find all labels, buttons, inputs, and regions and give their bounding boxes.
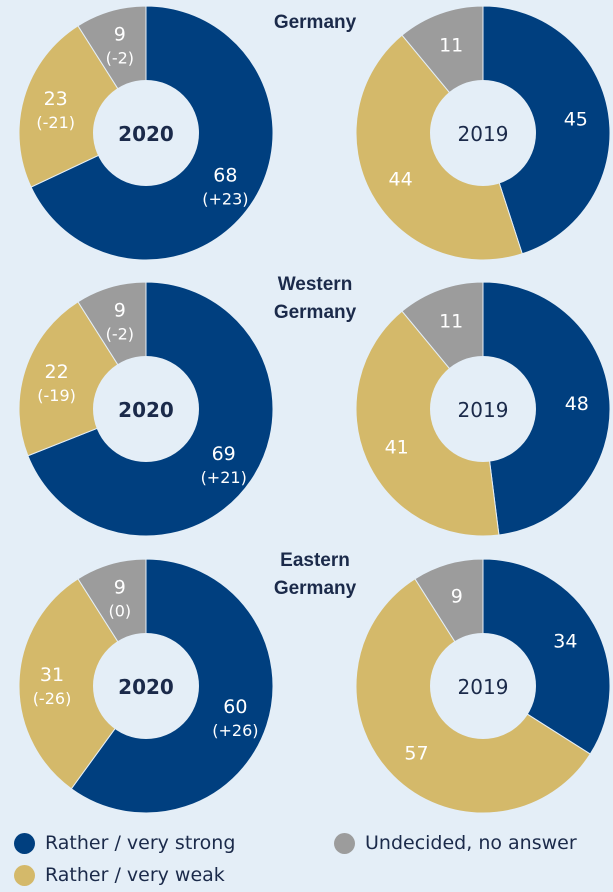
slice-change-weak-0: (-21) [36, 113, 75, 132]
slice-value-undecided-0: 9 [114, 24, 126, 46]
donut-hole-4 [93, 633, 199, 739]
group-title-1-line-1: Germany [274, 302, 357, 323]
center-label-2: 2020 [118, 398, 174, 422]
legend-label-undecided: Undecided, no answer [365, 832, 577, 854]
slice-change-undecided-4: (0) [108, 602, 131, 621]
slice-change-strong-4: (+26) [212, 721, 258, 740]
group-title-0-line-0: Germany [274, 12, 357, 33]
slice-weak-3 [355, 310, 500, 537]
center-label-1: 2019 [458, 122, 509, 146]
donut-hole-2 [93, 356, 199, 462]
legend-item-undecided: Undecided, no answer [334, 832, 577, 854]
slice-value-strong-1: 45 [564, 108, 588, 130]
slice-change-weak-2: (-19) [37, 386, 76, 405]
slice-value-undecided-5: 9 [451, 586, 463, 608]
slice-value-undecided-4: 9 [114, 577, 126, 599]
group-title-1-line-0: Western [278, 274, 353, 295]
slice-value-weak-2: 22 [45, 361, 69, 383]
donut-hole-0 [93, 80, 199, 186]
slice-change-undecided-2: (-2) [106, 325, 134, 344]
slice-strong-3 [482, 281, 611, 536]
slice-value-strong-4: 60 [223, 696, 247, 718]
legend-item-weak: Rather / very weak [14, 864, 225, 886]
slice-value-strong-2: 69 [212, 443, 236, 465]
donut-hole-3 [430, 356, 536, 462]
slice-change-strong-2: (+21) [201, 468, 247, 487]
slice-value-strong-5: 34 [553, 631, 577, 653]
legend-item-strong: Rather / very strong [14, 832, 235, 854]
legend-label-strong: Rather / very strong [45, 832, 236, 854]
slice-value-weak-0: 23 [44, 88, 68, 110]
legend-swatch-strong [14, 832, 35, 854]
legend-swatch-undecided [334, 832, 355, 854]
slice-change-weak-4: (-26) [33, 689, 72, 708]
center-label-5: 2019 [458, 675, 509, 699]
group-title-2-line-0: Eastern [280, 550, 350, 571]
slice-value-undecided-2: 9 [114, 300, 126, 322]
slice-weak-4 [18, 578, 147, 790]
slice-value-undecided-3: 11 [439, 311, 463, 333]
slice-value-weak-5: 57 [404, 743, 428, 765]
group-title-2-line-1: Germany [274, 578, 357, 599]
slice-change-undecided-0: (-2) [106, 49, 134, 68]
slice-value-strong-3: 48 [565, 393, 589, 415]
center-label-3: 2019 [458, 398, 509, 422]
slice-value-weak-3: 41 [385, 436, 409, 458]
legend-swatch-weak [14, 864, 35, 886]
donut-hole-5 [430, 633, 536, 739]
slice-value-undecided-1: 11 [439, 35, 463, 57]
slice-value-weak-4: 31 [40, 664, 64, 686]
center-label-0: 2020 [118, 122, 174, 146]
legend-label-weak: Rather / very weak [45, 864, 225, 886]
center-label-4: 2020 [118, 675, 174, 699]
donut-hole-1 [430, 80, 536, 186]
slice-value-weak-1: 44 [389, 168, 413, 190]
slice-value-strong-0: 68 [213, 164, 237, 186]
slice-strong-1 [482, 5, 611, 255]
slice-change-strong-0: (+23) [202, 189, 248, 208]
